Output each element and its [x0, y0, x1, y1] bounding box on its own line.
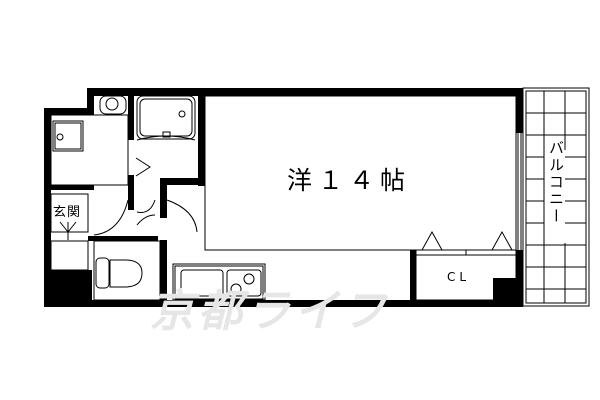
toilet-icon [95, 257, 143, 289]
watermark-logo: 京都ライフ [150, 286, 390, 337]
inner-lines [50, 95, 517, 301]
balcony-label: バルコニー [547, 140, 565, 225]
closet-door-marks [421, 230, 513, 251]
sink-icon [180, 269, 224, 297]
main-room-label: 洋１４帖 [287, 166, 412, 195]
closet-label: CL [447, 270, 471, 284]
entrance-label: 玄関 [53, 205, 82, 220]
kitchen-counter [172, 263, 266, 301]
window [517, 133, 522, 250]
shoe-box-icon [50, 193, 89, 240]
washing-machine-pan-icon [52, 120, 84, 152]
stove-icon [226, 269, 262, 297]
bathtub-icon [135, 95, 196, 177]
outer-walls [44, 88, 523, 307]
door-swings [93, 199, 198, 236]
washbasin-icon [99, 95, 127, 115]
balcony-grid [522, 87, 590, 307]
